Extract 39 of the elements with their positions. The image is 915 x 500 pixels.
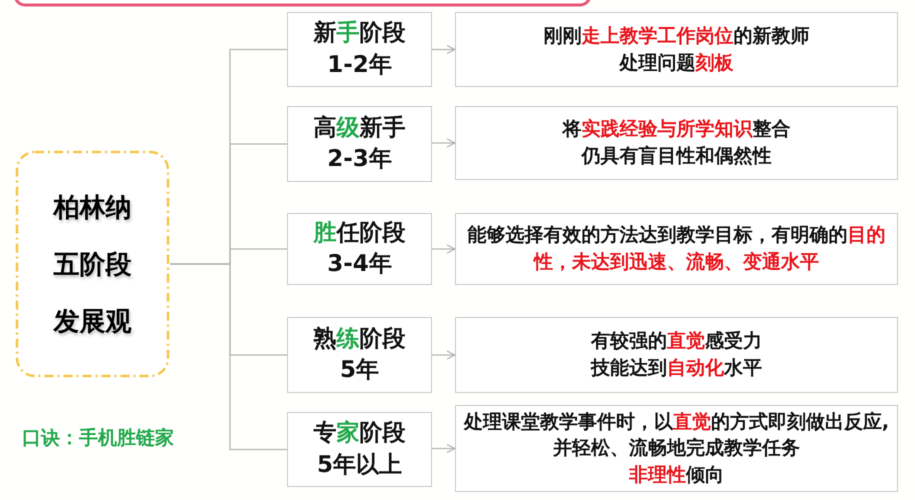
stage-text: 胜任阶段 [314, 218, 406, 248]
stage-text: 5年以上 [316, 450, 402, 480]
description-box [455, 405, 898, 492]
description-box [455, 213, 898, 285]
stage-text: 1-2年 [327, 50, 392, 80]
arrow [432, 138, 456, 148]
stage-box [287, 106, 432, 182]
description-text: 非理性倾向 [629, 462, 724, 488]
stage-text: 2-3年 [327, 145, 392, 174]
stage-box [287, 12, 432, 87]
arrow [432, 45, 456, 54]
description-text: 有较强的直觉感受力 [591, 329, 762, 354]
mnemonic-text: 口诀：手机胜链家 [22, 426, 174, 451]
stage-text: 新手阶段 [314, 19, 406, 48]
description-box [455, 106, 898, 180]
arrow [432, 350, 456, 360]
stage-text: 3-4年 [327, 250, 392, 279]
stage-box [287, 412, 432, 487]
description-text: 仍具有盲目性和偶然性 [582, 144, 772, 169]
stage-box [287, 213, 432, 285]
stage-text: 熟练阶段 [314, 324, 406, 354]
title-text: 发展观 [54, 306, 132, 338]
description-text: 处理问题刻板 [620, 50, 734, 76]
stage-text: 5年 [340, 356, 379, 385]
description-text: 处理课堂教学事件时，以直觉的方式即刻做出反应, 并轻松、流畅地完成教学任务 [462, 410, 890, 462]
description-text: 将实践经验与所学知识整合 [562, 117, 790, 142]
stage-text: 专家阶段 [314, 419, 406, 448]
connector-line [170, 263, 287, 450]
description-text: 刚刚走上教学工作岗位的新教师 [544, 24, 810, 49]
description-text: 能够选择有效的方法达到教学目标，有明确的目的性，未达到迅速、流畅、变通水平 [466, 223, 886, 275]
description-box [455, 12, 898, 87]
title-text: 五阶段 [54, 248, 132, 282]
stage-box [287, 317, 432, 393]
description-box [455, 317, 898, 393]
title-text: 柏林纳 [54, 192, 132, 224]
arrow [432, 244, 456, 254]
arrow [432, 444, 456, 453]
stage-text: 高级新手 [314, 114, 406, 143]
description-text: 技能达到自动化水平 [591, 356, 762, 381]
